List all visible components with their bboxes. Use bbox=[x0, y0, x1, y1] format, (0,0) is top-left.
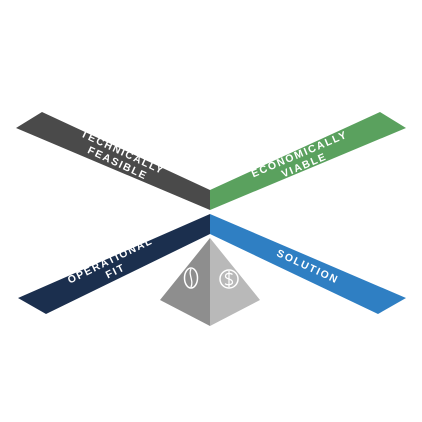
pyramid-right-face bbox=[210, 238, 260, 326]
arm-operational-fit bbox=[18, 214, 210, 314]
arm-technically-feasible bbox=[16, 112, 210, 210]
coffee-bean-icon bbox=[183, 267, 199, 289]
arm-economically-viable bbox=[210, 112, 406, 210]
dollar-icon bbox=[219, 269, 239, 289]
arm-solution bbox=[210, 214, 406, 314]
